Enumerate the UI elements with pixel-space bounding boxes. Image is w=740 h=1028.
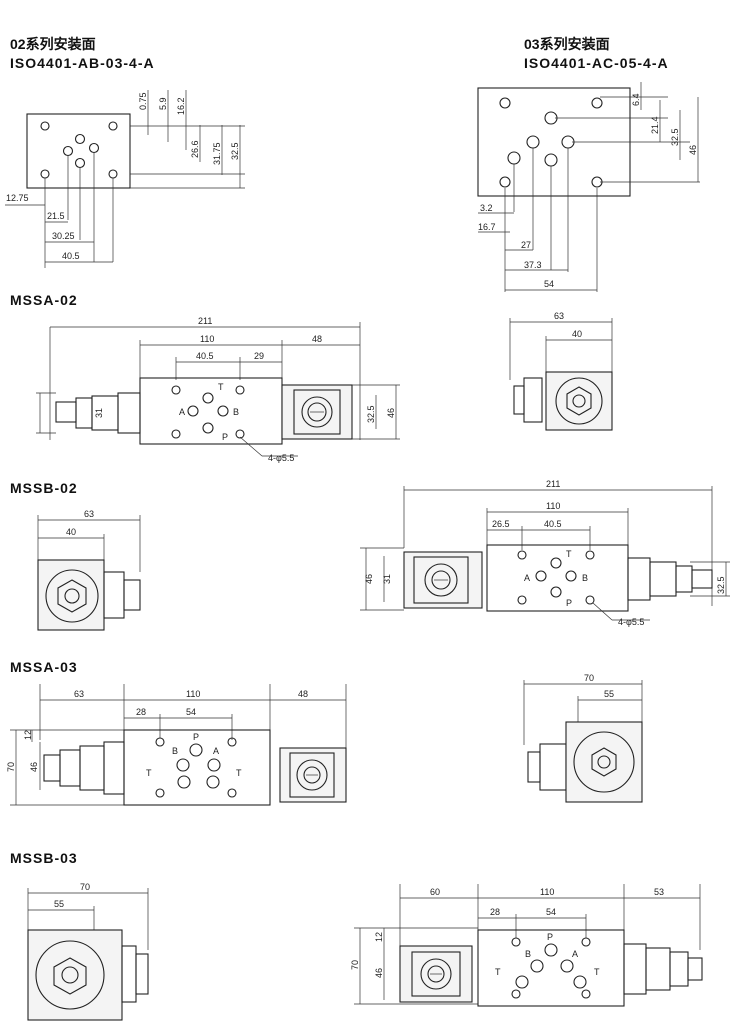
dim-53: 53 [654, 887, 664, 897]
dim-5-9: 5.9 [158, 97, 168, 110]
dim-16-7: 16.7 [478, 222, 496, 232]
dim-70: 70 [350, 960, 360, 970]
dim-40-5: 40.5 [196, 351, 214, 361]
dim-12: 12 [23, 730, 33, 740]
port-a: A [213, 746, 219, 756]
dim-28: 28 [136, 707, 146, 717]
dim-32-5-03: 32.5 [670, 128, 680, 146]
dim-0-75: 0.75 [138, 92, 148, 110]
dim-46: 46 [386, 408, 396, 418]
port-t-left: T [495, 967, 501, 977]
dim-48: 48 [312, 334, 322, 344]
dim-46: 46 [29, 762, 39, 772]
dim-26-6: 26.6 [190, 140, 200, 158]
port-p: P [222, 432, 228, 442]
dim-110: 110 [546, 501, 560, 511]
dim-29: 29 [254, 351, 264, 361]
port-t-right: T [594, 967, 600, 977]
interface-02-drawing: 0.75 5.9 16.2 26.6 31.75 32.5 12.75 21.5… [5, 90, 245, 268]
holes-label: 4-φ5.5 [618, 617, 644, 627]
dim-48: 48 [298, 689, 308, 699]
port-t-left: T [146, 768, 152, 778]
mssb-03-side-view: 70 55 [27, 882, 149, 1021]
dim-60: 60 [430, 887, 440, 897]
dim-46: 46 [688, 145, 698, 155]
port-b: B [525, 949, 531, 959]
section-mssa-02: MSSA-02 [10, 292, 78, 308]
dim-54: 54 [544, 279, 554, 289]
dim-12-75: 12.75 [6, 193, 29, 203]
port-b: B [233, 407, 239, 417]
section-mssa-03: MSSA-03 [10, 659, 78, 675]
side-40: 40 [66, 527, 76, 537]
port-b: B [172, 746, 178, 756]
dim-211: 211 [198, 316, 212, 326]
port-b: B [582, 573, 588, 583]
mssb-03-front-view: 60 110 53 28 54 70 12 46 P B A T T [350, 884, 703, 1007]
port-t: T [566, 549, 572, 559]
dim-32-5: 32.5 [366, 405, 376, 423]
dim-31-75: 31.75 [212, 142, 222, 165]
mssa-03-front-view: 63 110 48 28 54 70 12 46 P B A T T [6, 684, 347, 806]
dim-54: 54 [186, 707, 196, 717]
dim-110: 110 [200, 334, 214, 344]
dim-110: 110 [540, 887, 554, 897]
port-t-right: T [236, 768, 242, 778]
dim-46: 46 [374, 968, 384, 978]
dim-46: 46 [364, 574, 374, 584]
port-p: P [547, 932, 553, 942]
mssb-02-front-view: 211 110 26.5 40.5 46 31 T A B P 4-φ5.5 [360, 479, 730, 627]
dim-21-5: 21.5 [47, 211, 65, 221]
section-mssb-03: MSSB-03 [10, 850, 78, 866]
dim-21-4: 21.4 [650, 116, 660, 134]
dim-28: 28 [490, 907, 500, 917]
port-a: A [179, 407, 185, 417]
port-a: A [572, 949, 578, 959]
dim-211: 211 [546, 479, 560, 489]
port-a: A [524, 573, 530, 583]
holes-label: 4-φ5.5 [268, 453, 294, 463]
port-t: T [218, 382, 224, 392]
dim-110: 110 [186, 689, 200, 699]
dim-31: 31 [382, 574, 392, 584]
port-p: P [566, 598, 572, 608]
dim-40-5: 40.5 [62, 251, 80, 261]
dim-12: 12 [374, 932, 384, 942]
dim-16-2: 16.2 [176, 97, 186, 115]
interface-03-drawing: 6.4 21.4 32.5 46 3.2 16.7 27 37.3 54 [477, 82, 700, 292]
header-02-iso: ISO4401-AB-03-4-A [10, 55, 155, 71]
side-70: 70 [80, 882, 90, 892]
side-70: 70 [584, 673, 594, 683]
dim-6-4: 6.4 [631, 93, 641, 106]
side-55: 55 [54, 899, 64, 909]
mssa-02-side-view: 63 40 [509, 311, 613, 431]
dim-54: 54 [546, 907, 556, 917]
dim-31: 31 [94, 408, 104, 418]
mssa-02-front-view: 211 110 48 40.5 29 31 T A B P 4-φ5.5 [36, 316, 400, 463]
dim-30-25: 30.25 [52, 231, 75, 241]
header-03-series: 03系列安装面 [524, 36, 610, 52]
side-55: 55 [604, 689, 614, 699]
dim-3-2: 3.2 [480, 203, 493, 213]
dim-63: 63 [74, 689, 84, 699]
header-02-series: 02系列安装面 [10, 36, 96, 52]
dim-32-5: 32.5 [230, 142, 240, 160]
dim-40-5: 40.5 [544, 519, 562, 529]
side-63: 63 [84, 509, 94, 519]
mssb-02-side-view: 63 40 [37, 509, 141, 631]
dim-26-5: 26.5 [492, 519, 510, 529]
dim-32-5: 32.5 [716, 576, 726, 594]
side-63: 63 [554, 311, 564, 321]
section-mssb-02: MSSB-02 [10, 480, 78, 496]
dim-27: 27 [521, 240, 531, 250]
dim-37-3: 37.3 [524, 260, 542, 270]
header-03-iso: ISO4401-AC-05-4-A [524, 55, 669, 71]
mssa-03-side-view: 70 55 [523, 673, 643, 803]
side-40: 40 [572, 329, 582, 339]
port-p: P [193, 732, 199, 742]
dim-70: 70 [6, 762, 16, 772]
